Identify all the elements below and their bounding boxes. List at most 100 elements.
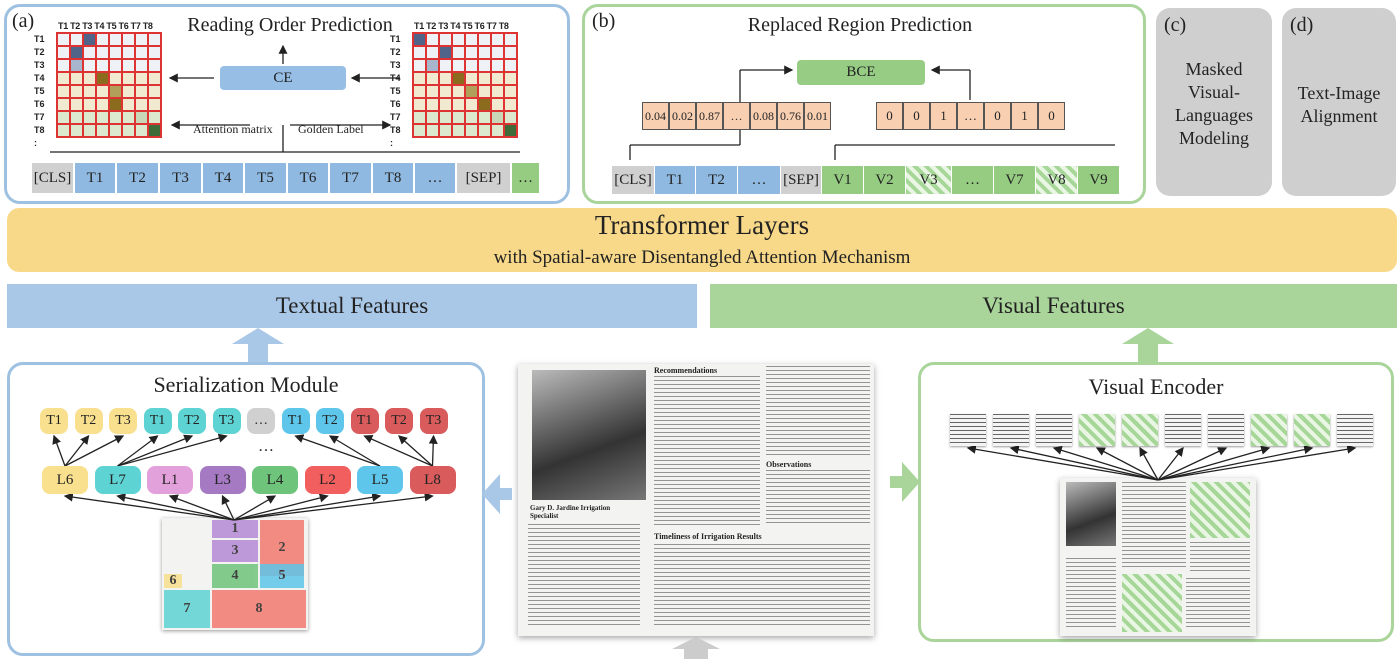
prediction-score-cell: 0.08 [750, 102, 777, 130]
token-b-11: V9 [1078, 166, 1120, 194]
matrix-cell [491, 72, 504, 85]
masked-document [1060, 478, 1256, 636]
matrix-cell [96, 111, 109, 124]
image-patch [1079, 414, 1115, 446]
replaced-region-title: Replaced Region Prediction [747, 14, 973, 36]
visual-features-band [710, 284, 1397, 328]
matrix-cell [452, 111, 465, 124]
matrix-row-label: T5 [390, 86, 401, 96]
serialized-region: 8 [212, 590, 306, 628]
matrix-cell [465, 124, 478, 137]
matrix-cell [452, 72, 465, 85]
masked-patch [1122, 574, 1182, 632]
binary-label-cell: 0 [984, 102, 1011, 130]
matrix-cell [148, 33, 161, 46]
matrix-cell [109, 124, 122, 137]
panel-title-line: Text-Image [1297, 83, 1381, 103]
token-b-5: V1 [822, 166, 864, 194]
table-block [654, 544, 870, 628]
token-b-1: T1 [655, 166, 696, 194]
text-block [1122, 482, 1186, 568]
photo-caption: Gary D. Jardine Irrigation Specialist [530, 504, 611, 520]
text-block [654, 376, 760, 526]
matrix-cell [109, 59, 122, 72]
matrix-cell [57, 59, 70, 72]
transformer-layers-band [7, 208, 1397, 272]
matrix-cell [465, 72, 478, 85]
serialization-title: Serialization Module [153, 372, 339, 397]
matrix-cell [148, 85, 161, 98]
matrix-cell [109, 33, 122, 46]
connector-arrow [1157, 445, 1314, 481]
matrix-cell [70, 111, 83, 124]
serial-token: T2 [316, 408, 344, 434]
layout-token: L6 [42, 466, 88, 494]
matrix-cell [439, 72, 452, 85]
matrix-cell [491, 46, 504, 59]
connector-arrow [117, 433, 228, 467]
visual-features-label: Visual Features [982, 293, 1125, 318]
text-block [1066, 558, 1116, 630]
matrix-row-label: T7 [34, 112, 45, 122]
prediction-score-cell: 0.87 [696, 102, 723, 130]
matrix-row-label: T6 [34, 99, 45, 109]
matrix-cell [83, 85, 96, 98]
attention-matrix [56, 32, 162, 138]
serialization-panel [7, 362, 485, 656]
matrix-cell [465, 85, 478, 98]
matrix-cell [439, 124, 452, 137]
matrix-cell [478, 85, 491, 98]
matrix-cell [426, 98, 439, 111]
token-a-5: T5 [245, 163, 287, 193]
matrix-cell [96, 46, 109, 59]
connector-arrow [233, 493, 329, 521]
bio-text-block [528, 524, 640, 628]
token-b-8: … [952, 166, 994, 194]
binary-label-cell: … [957, 102, 984, 130]
matrix-cell [413, 98, 426, 111]
matrix-cell [96, 72, 109, 85]
serial-token: T1 [281, 408, 310, 434]
table-block [1186, 578, 1250, 630]
matrix-cell [504, 85, 517, 98]
image-patch [993, 414, 1029, 446]
matrix-cell [83, 98, 96, 111]
matrix-cell [504, 33, 517, 46]
table-title: Timeliness of Irrigation Results [654, 532, 762, 541]
layout-token: L5 [357, 466, 403, 494]
textual-features-band [7, 284, 697, 328]
connector-arrow [52, 434, 66, 467]
panel-b [582, 4, 1146, 204]
matrix-cell [122, 111, 135, 124]
matrix-row-label: T2 [390, 47, 401, 57]
matrix-cell [478, 46, 491, 59]
matrix-cell [426, 85, 439, 98]
matrix-row-label: T4 [34, 73, 45, 83]
panel-b-tag: (b) [592, 10, 616, 32]
serial-token: T1 [40, 408, 68, 434]
panel-title-line: Modeling [1179, 128, 1249, 148]
matrix-cell [135, 124, 148, 137]
panel-title-line: Alignment [1300, 106, 1378, 126]
panel-title-line: Visual- [1188, 82, 1240, 102]
matrix-cell [148, 111, 161, 124]
token-b-9: V7 [994, 166, 1036, 194]
image-patch [1122, 414, 1158, 446]
matrix-cell [57, 124, 70, 137]
prediction-score-cell: 0.02 [669, 102, 696, 130]
bce-loss-box: BCE [797, 60, 925, 85]
matrix-cell [426, 59, 439, 72]
matrix-cell [122, 124, 135, 137]
matrix-cell [439, 59, 452, 72]
serialized-region: 7 [164, 590, 210, 628]
connector-arrow [1157, 447, 1228, 481]
matrix-cell [413, 124, 426, 137]
matrix-col-labels: T1 T2 T3 T4 T5 T6 T7 T8 [58, 21, 153, 31]
token-a-6: T6 [288, 163, 329, 193]
matrix-cell [465, 59, 478, 72]
serialized-region: 4 [212, 564, 258, 588]
matrix-cell [413, 85, 426, 98]
